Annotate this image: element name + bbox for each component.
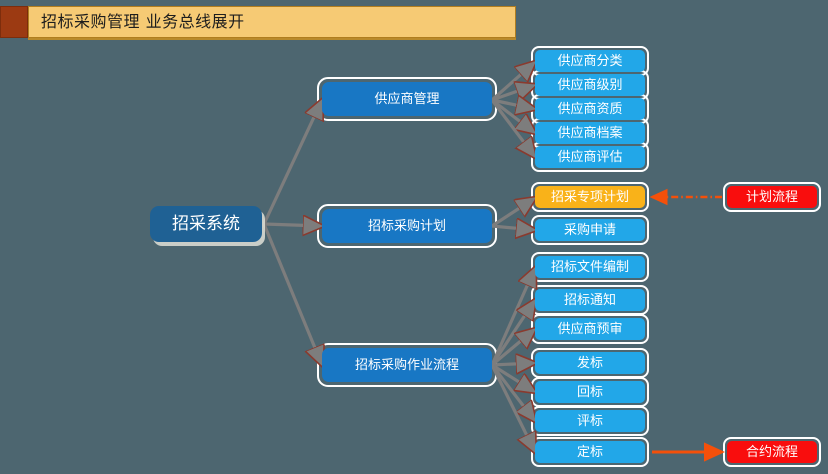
node-label: 计划流程 <box>745 189 798 205</box>
node-label: 供应商资质 <box>557 101 623 117</box>
title-bar: 招标采购管理 业务总线展开 <box>28 6 516 38</box>
node-award-bid[interactable]: 定标 <box>531 437 649 467</box>
node-label: 供应商管理 <box>374 91 440 107</box>
node-label: 招标文件编制 <box>550 259 629 275</box>
node-evaluate-bid[interactable]: 评标 <box>531 406 649 436</box>
node-label: 评标 <box>576 413 603 429</box>
node-label: 招标采购作业流程 <box>354 357 459 373</box>
node-label: 供应商分类 <box>557 53 623 69</box>
page-title: 招标采购管理 业务总线展开 <box>41 12 245 31</box>
node-label: 发标 <box>576 355 603 371</box>
node-plan-process[interactable]: 计划流程 <box>723 182 821 212</box>
node-label: 合约流程 <box>745 444 798 460</box>
node-label: 招标通知 <box>563 292 616 308</box>
node-supplier-prequalify[interactable]: 供应商预审 <box>531 314 649 344</box>
node-branch-plan[interactable]: 招标采购计划 <box>317 204 497 248</box>
node-root-label: 招采系统 <box>172 213 240 234</box>
node-supplier-archive[interactable]: 供应商档案 <box>531 118 649 148</box>
node-special-plan[interactable]: 招采专项计划 <box>531 182 649 212</box>
node-bid-notice[interactable]: 招标通知 <box>531 285 649 315</box>
node-return-bid[interactable]: 回标 <box>531 377 649 407</box>
node-label: 供应商档案 <box>557 125 623 141</box>
node-label: 回标 <box>576 384 603 400</box>
node-branch-process[interactable]: 招标采购作业流程 <box>317 343 497 387</box>
node-bid-doc-prep[interactable]: 招标文件编制 <box>531 252 649 282</box>
node-label: 定标 <box>576 444 603 460</box>
node-label: 供应商级别 <box>557 77 623 93</box>
node-label: 采购申请 <box>563 222 616 238</box>
node-supplier-classification[interactable]: 供应商分类 <box>531 46 649 76</box>
node-label: 招采专项计划 <box>550 189 629 205</box>
node-supplier-level[interactable]: 供应商级别 <box>531 70 649 100</box>
node-label: 供应商评估 <box>557 149 623 165</box>
node-label: 招标采购计划 <box>367 218 446 234</box>
node-supplier-evaluation[interactable]: 供应商评估 <box>531 142 649 172</box>
node-root[interactable]: 招采系统 <box>150 206 262 242</box>
node-issue-bid[interactable]: 发标 <box>531 348 649 378</box>
title-accent-tab <box>0 6 28 38</box>
node-label: 供应商预审 <box>557 321 623 337</box>
node-supplier-qualification[interactable]: 供应商资质 <box>531 94 649 124</box>
node-purchase-request[interactable]: 采购申请 <box>531 215 649 245</box>
node-contract-process[interactable]: 合约流程 <box>723 437 821 467</box>
node-branch-supplier[interactable]: 供应商管理 <box>317 77 497 121</box>
slide-title: 招标采购管理 业务总线展开 <box>0 6 516 38</box>
